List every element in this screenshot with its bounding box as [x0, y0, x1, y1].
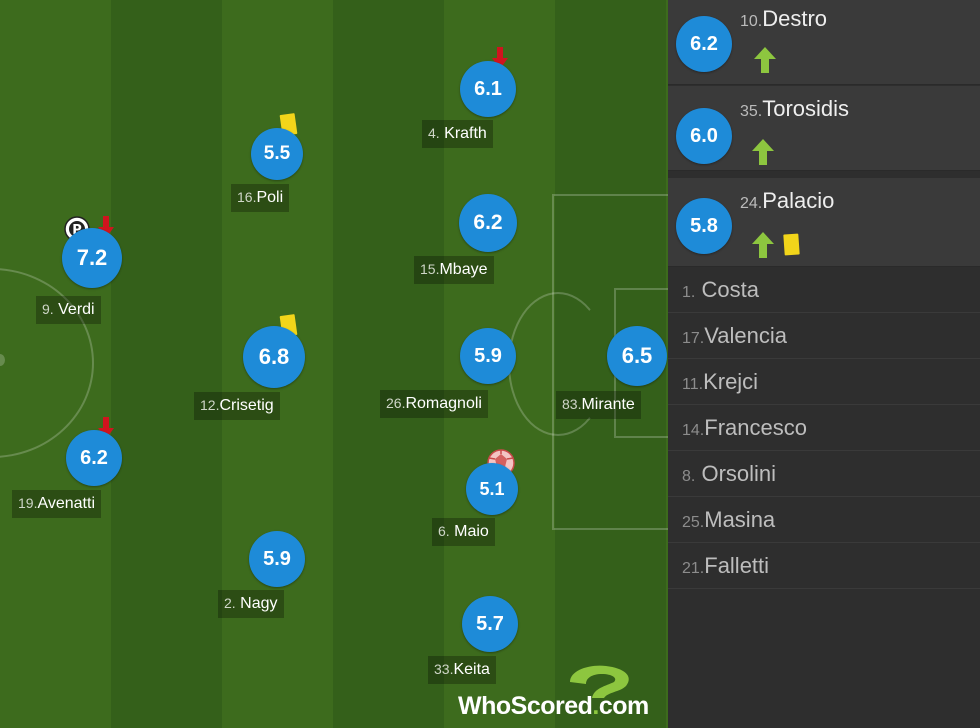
player-name-label: 9. Verdi — [36, 296, 101, 324]
bench-row-orsolini[interactable]: 8. Orsolini — [668, 452, 980, 497]
sub-row-destro[interactable]: 6.2 10.Destro — [668, 0, 980, 85]
player-name-label: 25.Masina — [682, 507, 776, 532]
rating-badge: 5.7 — [462, 596, 518, 652]
player-name-label: 11.Krejci — [682, 369, 759, 394]
rating-badge: 5.8 — [676, 198, 732, 254]
sub-row-torosidis[interactable]: 6.0 35.Torosidis — [668, 86, 980, 171]
player-name-label: 16.Poli — [231, 184, 290, 212]
player-name-label: 33.Keita — [428, 656, 496, 684]
rating-badge: 5.9 — [249, 531, 305, 587]
bench-row-falletti[interactable]: 21.Falletti — [668, 544, 980, 589]
rating-badge: 5.9 — [460, 328, 516, 384]
rating-badge: 7.2 — [62, 228, 122, 288]
player-name-label: 26.Romagnoli — [380, 390, 488, 418]
player-name-label: 10.Destro — [740, 6, 828, 31]
player-name-label: 19.Avenatti — [12, 490, 101, 518]
rating-badge: 6.5 — [607, 326, 667, 386]
player-name-label: 1. Costa — [682, 277, 759, 302]
bench-row-francesco[interactable]: 14.Francesco — [668, 406, 980, 451]
player-name-label: 17.Valencia — [682, 323, 788, 348]
center-spot — [0, 354, 5, 366]
rating-badge: 5.1 — [466, 463, 518, 515]
sub-row-palacio[interactable]: 5.8 24.Palacio — [668, 178, 980, 267]
player-name-label: 2. Nagy — [218, 590, 284, 618]
player-name-label: 21.Falletti — [682, 553, 770, 578]
rating-badge: 6.1 — [460, 61, 516, 117]
substitutes-panel: 6.2 10.Destro 6.0 35.Torosidis 5.8 24.Pa… — [668, 0, 980, 728]
player-name-label: 14.Francesco — [682, 415, 807, 440]
logo-text: WhoScored.com — [458, 692, 649, 720]
sub-on-arrow-icon — [752, 139, 774, 165]
rating-badge: 6.0 — [676, 108, 732, 164]
bench-row-masina[interactable]: 25.Masina — [668, 498, 980, 543]
bench-row-valencia[interactable]: 17.Valencia — [668, 314, 980, 359]
whoscored-logo: WhoScored.com — [456, 664, 666, 728]
logo-question-mark — [570, 665, 629, 698]
sub-on-arrow-icon — [752, 232, 774, 258]
rating-badge: 6.2 — [676, 16, 732, 72]
player-name-label: 83.Mirante — [556, 391, 641, 419]
rating-badge: 5.5 — [251, 128, 303, 180]
player-name-label: 6. Maio — [432, 518, 495, 546]
sub-on-arrow-icon — [754, 47, 776, 73]
rating-badge: 6.8 — [243, 326, 305, 388]
bench-row-costa[interactable]: 1. Costa — [668, 268, 980, 313]
rating-badge: 6.2 — [66, 430, 122, 486]
player-name-label: 24.Palacio — [740, 188, 835, 213]
pitch: P 7.2 9. Verdi 6.2 19.Avenatti 5.5 16.Po… — [0, 0, 668, 728]
bench-row-krejci[interactable]: 11.Krejci — [668, 360, 980, 405]
player-name-label: 4. Krafth — [422, 120, 493, 148]
player-name-label: 8. Orsolini — [682, 461, 777, 486]
rating-badge: 6.2 — [459, 194, 517, 252]
yellow-card-icon — [783, 233, 800, 256]
player-name-label: 12.Crisetig — [194, 392, 280, 420]
player-name-label: 15.Mbaye — [414, 256, 494, 284]
player-name-label: 35.Torosidis — [740, 96, 850, 121]
